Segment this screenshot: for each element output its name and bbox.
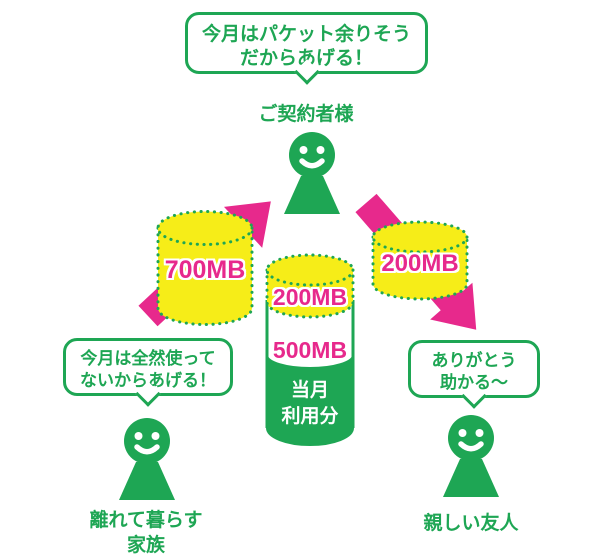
family-label: 離れて暮らす 家族 bbox=[56, 508, 236, 558]
family-speech-bubble: 今月は全然使って ないからあげる！ bbox=[63, 338, 233, 407]
bubble-text: だからあげる！ bbox=[188, 47, 425, 71]
friend-person-icon bbox=[443, 415, 499, 497]
contractor-label: ご契約者様 bbox=[258, 104, 354, 125]
received-amount-200mb: 200MB bbox=[272, 284, 348, 310]
usage-text: 当月 bbox=[290, 380, 329, 401]
contractor-person-icon bbox=[284, 132, 340, 214]
remaining-amount-500mb: 500MB bbox=[272, 337, 348, 363]
bubble-text: 今月はパケット余りそう bbox=[201, 24, 411, 45]
bubble-text: ないからあげる！ bbox=[66, 370, 230, 392]
bubble-text: 助かる～ bbox=[411, 372, 537, 394]
gift-cylinder-right bbox=[371, 220, 469, 301]
gift-amount-200mb: 200MB bbox=[381, 250, 459, 277]
usage-text: 利用分 bbox=[281, 406, 339, 427]
friend-speech-bubble: ありがとう 助かる～ bbox=[408, 340, 540, 409]
monthly-usage-cylinder bbox=[265, 253, 355, 446]
family-person-icon bbox=[119, 418, 175, 500]
friend-label: 親しい友人 bbox=[423, 513, 519, 534]
contractor-speech-bubble: 今月はパケット余りそう だからあげる！ bbox=[185, 12, 428, 85]
bubble-text: ありがとう bbox=[431, 351, 517, 370]
family-label-line: 家族 bbox=[126, 535, 165, 556]
monthly-usage-label: 当月 利用分 bbox=[267, 378, 353, 430]
family-label-line: 離れて暮らす bbox=[89, 510, 203, 531]
bubble-text: 今月は全然使って bbox=[80, 349, 216, 368]
gift-amount-700mb: 700MB bbox=[164, 256, 246, 284]
gift-cylinder-left bbox=[156, 210, 254, 326]
